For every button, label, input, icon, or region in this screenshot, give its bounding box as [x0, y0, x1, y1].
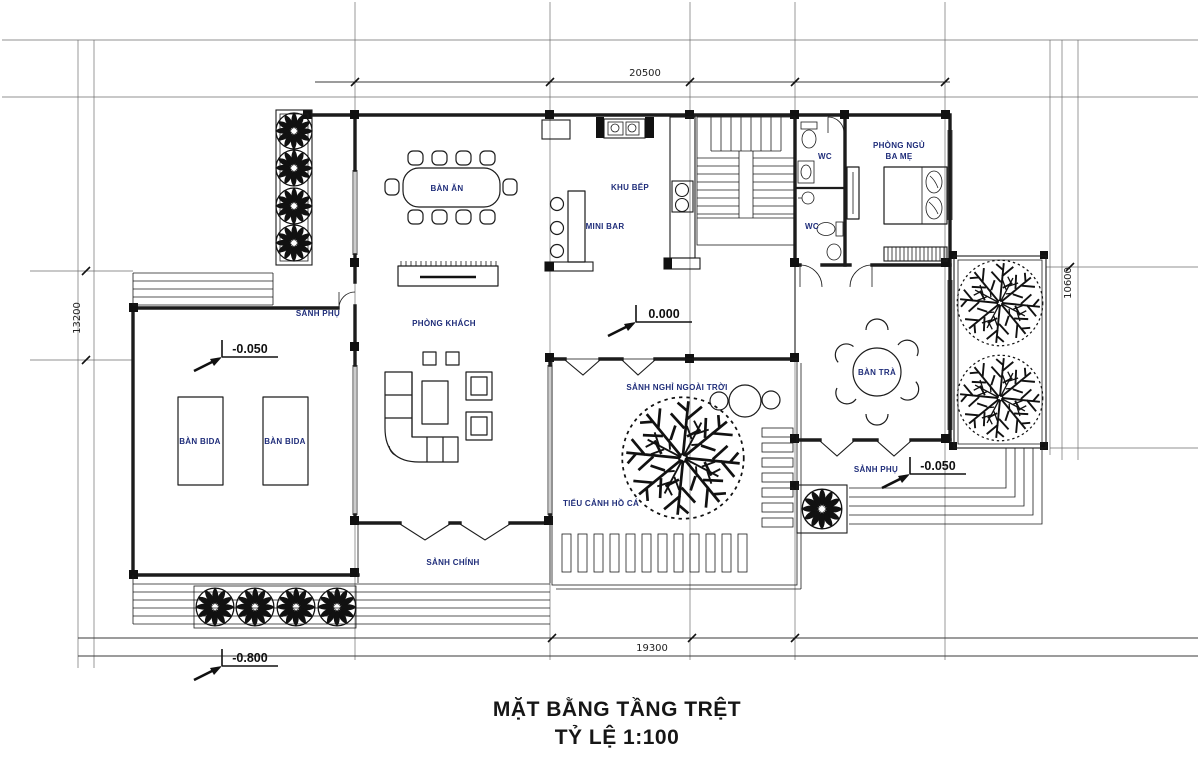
elevation-marker-yard: -0.800: [193, 649, 278, 682]
elevation-left-terrace-label: -0.050: [232, 342, 267, 356]
label-billiard-2: BÀN BIDA: [264, 437, 306, 446]
tea-table-set: [834, 318, 920, 426]
dimension-bottom: 19300: [78, 633, 1198, 657]
label-side-hall-left: SẢNH PHỤ: [296, 309, 340, 318]
shrub-icon: [276, 150, 312, 186]
label-mini-bar: MINI BAR: [586, 222, 625, 231]
title-line1: MẶT BẰNG TẦNG TRỆT: [493, 697, 741, 721]
planter-bottom-row: [193, 585, 356, 629]
wc-fixtures: [797, 116, 845, 261]
label-tea-table: BÀN TRÀ: [858, 368, 896, 377]
shrub-icon: [802, 489, 842, 529]
label-bedroom-line2: BA MẸ: [886, 152, 913, 161]
label-wc-top: WC: [818, 152, 832, 161]
billiards-room: [132, 272, 309, 486]
construction-grid: [2, 2, 1198, 668]
sofa-set: [384, 351, 493, 463]
kitchen-counter: [541, 116, 701, 270]
label-living-room: PHÒNG KHÁCH: [412, 319, 476, 328]
billiard-table-1-shape: [177, 396, 224, 486]
stove: [671, 180, 694, 213]
dimension-right-label: 10600: [1063, 267, 1074, 299]
elevation-marker-left-terrace: -0.050: [193, 340, 278, 373]
staircase: [696, 116, 796, 246]
planter-top-left: [276, 109, 312, 266]
corner-steps-right: [849, 448, 1043, 525]
label-kitchen: KHU BẾP: [611, 182, 649, 192]
planter-right: [953, 255, 1047, 449]
label-bedroom-line1: PHÒNG NGỦ: [873, 141, 925, 150]
dining-set: [384, 150, 518, 225]
dimension-top-label: 20500: [629, 68, 661, 79]
shrub-icon: [276, 188, 312, 224]
dimension-left-label: 13200: [72, 302, 83, 334]
deck-slats: [561, 427, 794, 573]
title-line2: TỶ LỆ 1:100: [555, 725, 680, 749]
shrub-icon: [236, 588, 274, 626]
elevation-ground-label: 0.000: [648, 307, 679, 321]
tree-icon: [957, 355, 1043, 441]
label-billiard-1: BÀN BIDA: [179, 437, 221, 446]
elevation-right-terrace-label: -0.050: [920, 459, 955, 473]
label-wc-bottom: WC: [805, 222, 819, 231]
label-main-hall: SẢNH CHÍNH: [426, 558, 479, 567]
shrub-icon: [276, 113, 312, 149]
bedroom-furniture: [846, 166, 948, 262]
dimension-top: 20500: [315, 68, 950, 87]
elevation-yard-label: -0.800: [232, 651, 267, 665]
dimension-bottom-label: 19300: [636, 643, 668, 654]
mini-bar: [544, 190, 594, 272]
label-dining-table: BÀN ĂN: [431, 184, 464, 193]
drawing-title: MẶT BẰNG TẦNG TRỆT TỶ LỆ 1:100: [493, 697, 741, 749]
tv-cabinet: [397, 261, 499, 287]
window-sill: [883, 246, 948, 262]
elevation-marker-right-terrace: -0.050: [881, 457, 966, 490]
bed: [883, 166, 948, 225]
shrub-icon: [318, 588, 356, 626]
dimension-right: 10600: [1063, 262, 1075, 299]
billiard-table-2-shape: [262, 396, 309, 486]
label-side-hall-right: SẢNH PHỤ: [854, 465, 898, 474]
tree-icon: [957, 260, 1043, 346]
large-tree-icon: [622, 397, 744, 519]
outdoor-table: [709, 384, 781, 418]
columns: [129, 110, 1048, 579]
shrub-icon: [277, 588, 315, 626]
label-outdoor-lounge: SẢNH NGHỈ NGOÀI TRỜI: [626, 383, 727, 392]
dimension-left: 13200: [72, 266, 91, 365]
outdoor-terrace: [551, 358, 802, 590]
label-fish-pond: TIỂU CẢNH HỒ CÁ: [563, 498, 639, 508]
shrub-icon: [276, 225, 312, 261]
shrub-icon: [196, 588, 234, 626]
room-labels: BÀN ĂN KHU BẾP MINI BAR PHÒNG KHÁCH SẢNH…: [179, 141, 925, 567]
elevation-marker-ground: 0.000: [607, 305, 692, 338]
planter-small: [796, 484, 848, 534]
